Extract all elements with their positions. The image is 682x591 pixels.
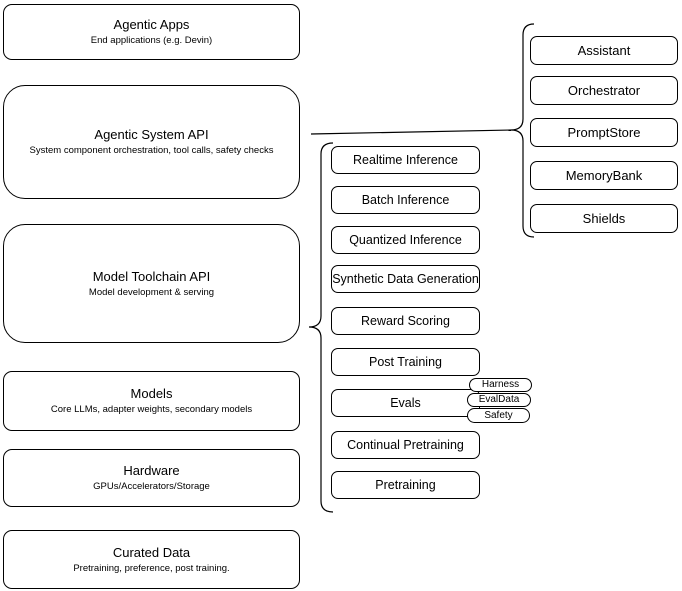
node-agentic-apps[interactable]: Agentic Apps End applications (e.g. Devi… — [3, 4, 300, 60]
node-shields[interactable]: Shields — [530, 204, 678, 233]
node-label: Continual Pretraining — [347, 438, 464, 452]
node-label: Quantized Inference — [349, 233, 462, 247]
node-title: Hardware — [123, 463, 180, 478]
node-synthetic-data-generation[interactable]: Synthetic Data Generation — [331, 265, 480, 293]
node-evals-safety-tag[interactable]: Safety — [467, 408, 530, 423]
node-label: Synthetic Data Generation — [332, 272, 479, 286]
node-batch-inference[interactable]: Batch Inference — [331, 186, 480, 214]
tag-label: EvalData — [478, 394, 520, 405]
node-evals-evaldata-tag[interactable]: EvalData — [467, 393, 531, 407]
node-models[interactable]: Models Core LLMs, adapter weights, secon… — [3, 371, 300, 431]
node-quantized-inference[interactable]: Quantized Inference — [331, 226, 480, 254]
node-continual-pretraining[interactable]: Continual Pretraining — [331, 431, 480, 459]
node-reward-scoring[interactable]: Reward Scoring — [331, 307, 480, 335]
node-subtitle: Core LLMs, adapter weights, secondary mo… — [50, 404, 253, 415]
node-label: Pretraining — [375, 478, 436, 492]
node-subtitle: GPUs/Accelerators/Storage — [93, 481, 210, 492]
connector-system-api-to-system-group — [310, 129, 512, 135]
node-label: PromptStore — [567, 125, 641, 140]
node-label: Evals — [390, 396, 421, 410]
node-label: Reward Scoring — [361, 314, 450, 328]
system-group-brace — [510, 23, 535, 238]
node-label: Orchestrator — [567, 83, 641, 98]
node-promptstore[interactable]: PromptStore — [530, 118, 678, 147]
node-title: Curated Data — [112, 544, 191, 560]
node-orchestrator[interactable]: Orchestrator — [530, 76, 678, 105]
node-subtitle: Model development & serving — [88, 286, 215, 298]
node-hardware[interactable]: Hardware GPUs/Accelerators/Storage — [3, 449, 300, 507]
node-model-toolchain-api[interactable]: Model Toolchain API Model development & … — [3, 224, 300, 343]
node-label: Batch Inference — [361, 193, 450, 207]
node-post-training[interactable]: Post Training — [331, 348, 480, 376]
node-label: Shields — [582, 211, 626, 226]
node-title: Model Toolchain API — [92, 268, 211, 284]
node-label: Assistant — [577, 43, 631, 58]
node-realtime-inference[interactable]: Realtime Inference — [331, 146, 480, 174]
tag-label: Harness — [481, 379, 520, 390]
node-evals[interactable]: Evals — [331, 389, 480, 417]
node-subtitle: End applications (e.g. Devin) — [90, 35, 213, 46]
node-memorybank[interactable]: MemoryBank — [530, 161, 678, 190]
node-title: Agentic System API — [94, 127, 209, 142]
node-label: Post Training — [369, 355, 442, 369]
node-assistant[interactable]: Assistant — [530, 36, 678, 65]
node-curated-data[interactable]: Curated Data Pretraining, preference, po… — [3, 530, 300, 589]
node-title: Agentic Apps — [113, 17, 190, 32]
node-subtitle: System component orchestration, tool cal… — [29, 145, 274, 156]
node-agentic-system-api[interactable]: Agentic System API System component orch… — [3, 85, 300, 199]
toolchain-group-brace — [308, 142, 334, 513]
node-label: Realtime Inference — [353, 153, 458, 167]
node-evals-harness-tag[interactable]: Harness — [469, 378, 532, 392]
node-title: Models — [130, 386, 173, 401]
tag-label: Safety — [484, 409, 513, 421]
node-pretraining[interactable]: Pretraining — [331, 471, 480, 499]
node-subtitle: Pretraining, preference, post training. — [73, 562, 230, 574]
node-label: MemoryBank — [565, 168, 643, 183]
